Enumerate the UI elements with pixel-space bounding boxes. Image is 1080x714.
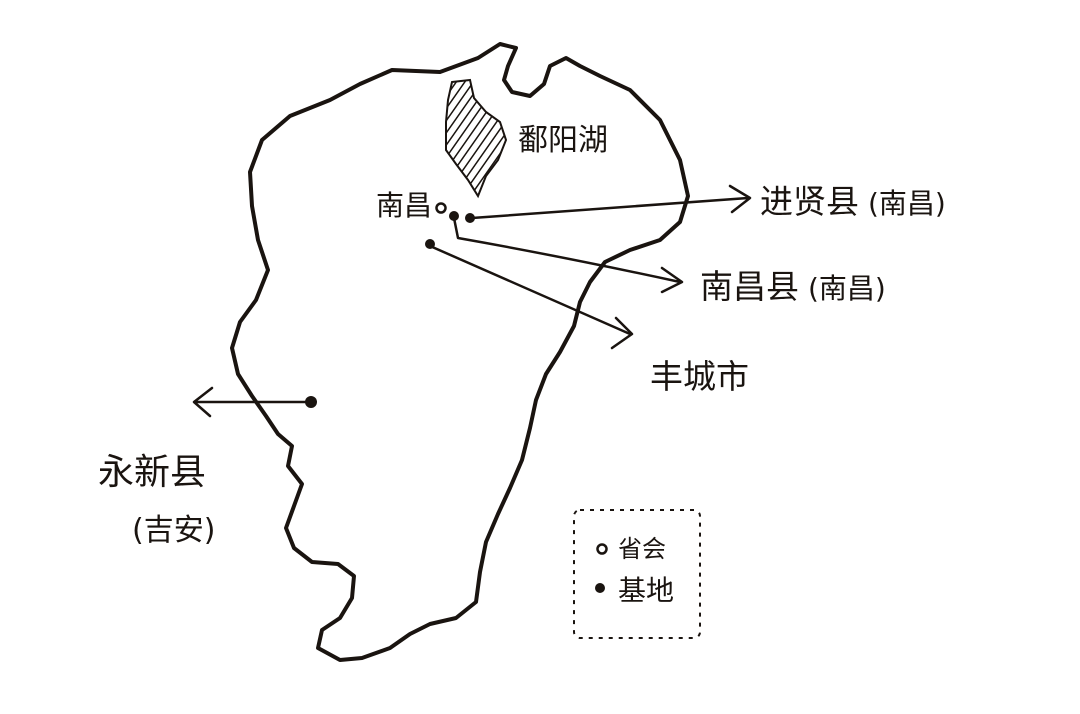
legend: 省会 基地 — [573, 509, 701, 639]
base-note-jinxian: (南昌) — [868, 187, 946, 220]
lake-label: 鄱阳湖 — [518, 123, 608, 158]
arrow-fengcheng — [428, 244, 634, 350]
province-outline — [230, 42, 690, 662]
legend-capital-label: 省会 — [618, 535, 666, 563]
base-dot-jinxian — [465, 213, 475, 223]
base-dot-nanchang-county — [449, 211, 459, 221]
arrow-nanchang-county — [452, 216, 684, 294]
base-label-fengcheng: 丰城市 — [650, 357, 749, 396]
arrow-jinxian — [470, 184, 752, 220]
legend-base-icon — [595, 583, 605, 593]
base-note-yongxin: (吉安) — [132, 513, 215, 548]
base-note-nanchang-county: (南昌) — [808, 272, 886, 305]
base-label-nanchang-county: 南昌县 — [700, 267, 799, 306]
capital-label: 南昌 — [376, 189, 432, 222]
capital-marker — [435, 202, 447, 214]
legend-base-label: 基地 — [618, 574, 674, 607]
base-label-yongxin: 永新县 — [98, 452, 206, 493]
poyang-lake — [445, 78, 508, 199]
arrow-yongxin — [192, 386, 312, 418]
base-label-jinxian: 进贤县 — [760, 182, 859, 221]
legend-box — [573, 509, 701, 639]
legend-capital-icon — [596, 543, 608, 555]
